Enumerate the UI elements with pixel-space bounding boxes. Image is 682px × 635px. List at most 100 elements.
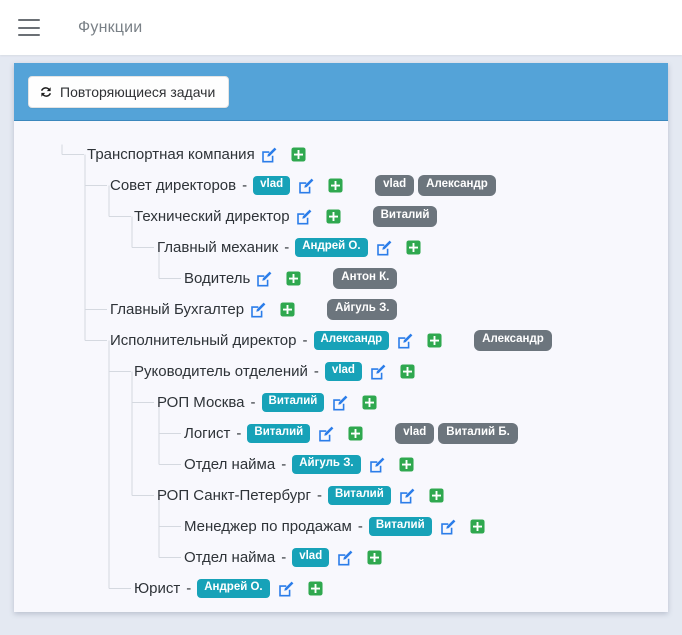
tree-node-label: РОП Москва	[157, 394, 245, 411]
assignee-badge[interactable]: Александр	[418, 175, 496, 196]
edit-node-button[interactable]	[261, 147, 277, 163]
add-child-button[interactable]	[427, 333, 442, 348]
tree-node-label: Транспортная компания	[87, 146, 255, 163]
add-child-button[interactable]	[308, 581, 323, 596]
edit-icon	[251, 302, 266, 317]
hamburger-bar	[18, 34, 40, 36]
tree-rows: Транспортная компания Совет директоров-v…	[14, 139, 668, 604]
assignee-badge[interactable]: Айгуль З.	[327, 299, 398, 320]
add-icon	[470, 519, 485, 534]
tree-node-label: Отдел найма	[184, 456, 276, 473]
add-child-button[interactable]	[470, 519, 485, 534]
edit-node-button[interactable]	[399, 488, 415, 504]
tree-node-label: Логист	[184, 425, 231, 442]
owner-badge[interactable]: Андрей О.	[197, 579, 270, 598]
owner-badge[interactable]: Александр	[313, 331, 390, 350]
tree-node: Юрист-Андрей О.	[14, 573, 668, 604]
owner-badge[interactable]: Виталий	[368, 517, 432, 536]
edit-icon	[399, 488, 415, 503]
add-child-button[interactable]	[400, 364, 415, 379]
edit-icon	[257, 271, 272, 286]
edit-node-button[interactable]	[337, 550, 353, 566]
hamburger-bar	[18, 26, 40, 29]
tree-node-label: Совет директоров	[110, 177, 237, 194]
add-icon	[348, 426, 363, 441]
add-child-button[interactable]	[291, 147, 306, 162]
add-child-button[interactable]	[286, 271, 301, 286]
edit-icon	[338, 550, 353, 565]
edit-icon	[278, 581, 294, 596]
tree-node-separator: -	[316, 487, 322, 504]
edit-node-button[interactable]	[369, 457, 385, 473]
owner-badge[interactable]: Виталий	[247, 424, 311, 443]
tree-node: Транспортная компания	[14, 139, 668, 170]
add-icon	[308, 581, 323, 596]
add-child-button[interactable]	[406, 240, 421, 255]
refresh-icon	[40, 86, 52, 97]
edit-node-button[interactable]	[296, 209, 312, 225]
edit-icon	[333, 395, 348, 410]
edit-node-button[interactable]	[397, 333, 413, 349]
add-child-button[interactable]	[280, 302, 295, 317]
owner-badge[interactable]: vlad	[292, 548, 330, 567]
assignee-badge[interactable]: Александр	[474, 330, 552, 351]
tree-node: Главный механик-Андрей О.	[14, 232, 668, 263]
edit-node-button[interactable]	[332, 395, 348, 411]
add-child-button[interactable]	[362, 395, 377, 410]
edit-icon	[440, 519, 456, 534]
owner-badge[interactable]: Виталий	[327, 486, 391, 505]
page-title: Функции	[78, 18, 143, 36]
assignee-badge[interactable]: Виталий	[372, 206, 438, 227]
add-child-button[interactable]	[326, 209, 341, 224]
owner-badge[interactable]: vlad	[253, 176, 291, 195]
tree-node: РОП Москва-Виталий	[14, 387, 668, 418]
owner-badge[interactable]: Андрей О.	[295, 238, 368, 257]
edit-node-button[interactable]	[298, 178, 314, 194]
tree-node-label: Руководитель отделений	[134, 363, 308, 380]
assignee-badge[interactable]: vlad	[395, 423, 435, 444]
tree-node-label: Водитель	[184, 270, 251, 287]
owner-badge[interactable]: Айгуль З.	[292, 455, 361, 474]
tree-node-label: Главный механик	[157, 239, 279, 256]
add-child-button[interactable]	[328, 178, 343, 193]
content-card: Повторяющиеся задачи Транспортная компан…	[14, 63, 668, 612]
edit-node-button[interactable]	[256, 271, 272, 287]
tree-node-separator: -	[302, 332, 308, 349]
tree-node-label: Технический директор	[134, 208, 290, 225]
tree-node-separator: -	[281, 549, 287, 566]
assignee-badge[interactable]: Антон К.	[333, 268, 398, 289]
owner-badge[interactable]: vlad	[324, 362, 362, 381]
recurring-tasks-button[interactable]: Повторяющиеся задачи	[28, 75, 230, 108]
add-icon	[291, 147, 306, 162]
add-child-button[interactable]	[348, 426, 363, 441]
tree-node-label: Менеджер по продажам	[184, 518, 352, 535]
edit-icon	[376, 240, 391, 255]
tree-node-label: Отдел найма	[184, 549, 276, 566]
edit-node-button[interactable]	[376, 240, 392, 256]
edit-icon	[369, 457, 385, 472]
edit-node-button[interactable]	[370, 364, 386, 380]
card-toolbar: Повторяющиеся задачи	[14, 63, 668, 121]
add-icon	[280, 302, 295, 317]
assignee-badge[interactable]: Виталий Б.	[438, 423, 518, 444]
tree-node: Отдел найма-vlad	[14, 542, 668, 573]
add-icon	[406, 240, 421, 255]
tree-node: Менеджер по продажам-Виталий	[14, 511, 668, 542]
assignee-badge[interactable]: vlad	[375, 175, 415, 196]
tree-node-separator: -	[281, 456, 287, 473]
tree-node-separator: -	[357, 518, 363, 535]
tree-node: Водитель Антон К.	[14, 263, 668, 294]
edit-node-button[interactable]	[250, 302, 266, 318]
edit-node-button[interactable]	[278, 581, 294, 597]
edit-node-button[interactable]	[440, 519, 456, 535]
add-child-button[interactable]	[429, 488, 444, 503]
add-icon	[400, 364, 415, 379]
add-child-button[interactable]	[367, 550, 382, 565]
hamburger-icon[interactable]	[18, 19, 40, 36]
edit-node-button[interactable]	[318, 426, 334, 442]
owner-badge[interactable]: Виталий	[261, 393, 325, 412]
tree-node-separator: -	[284, 239, 290, 256]
add-child-button[interactable]	[399, 457, 414, 472]
